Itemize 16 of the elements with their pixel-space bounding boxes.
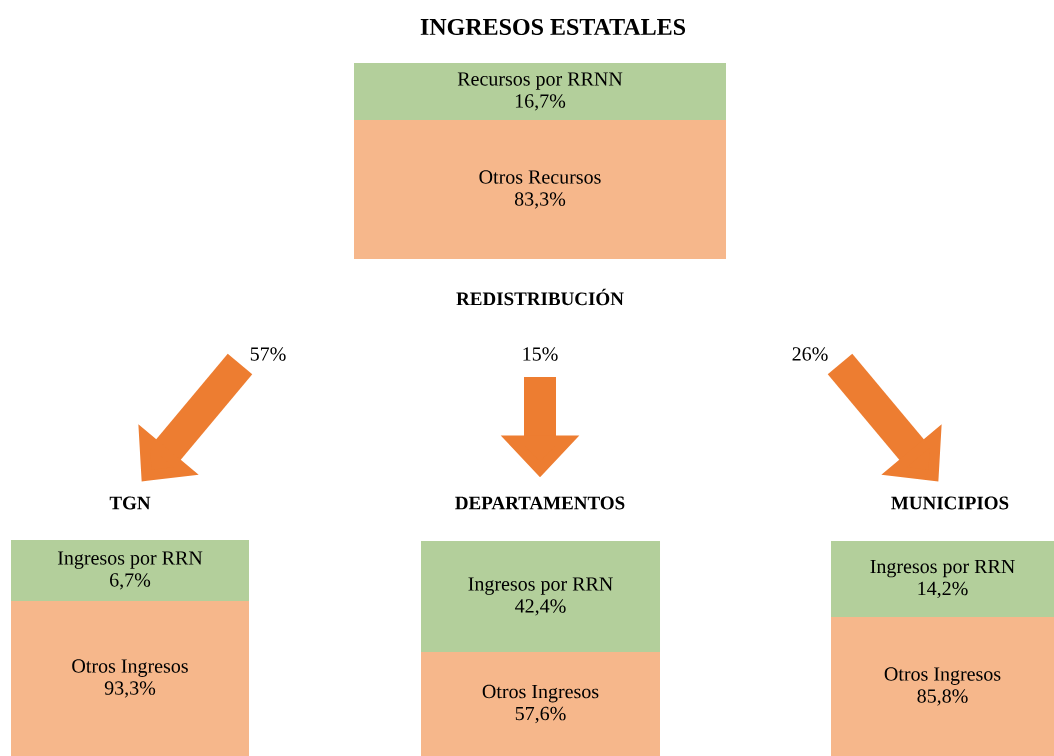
edge-label: 57%	[250, 347, 286, 361]
value-box: Otros Ingresos 85,8%	[831, 617, 1054, 756]
value-box: Ingresos por RRN 42,4%	[421, 541, 660, 652]
value-box: Ingresos por RRN 14,2%	[831, 541, 1054, 617]
heading: DEPARTAMENTOS	[455, 496, 625, 510]
value-box: Recursos por RRNN 16,7%	[354, 63, 726, 120]
edge-label: 26%	[792, 347, 828, 361]
value-box: Ingresos por RRN 6,7%	[11, 540, 249, 601]
heading: MUNICIPIOS	[891, 496, 1009, 510]
value-box: Otros Ingresos 57,6%	[421, 652, 660, 756]
heading: TGN	[109, 496, 151, 510]
section-label: REDISTRIBUCIÓN	[456, 288, 624, 306]
value-box: Otros Ingresos 93,3%	[11, 601, 249, 756]
title: INGRESOS ESTATALES	[420, 18, 686, 36]
edge-label: 15%	[523, 347, 558, 361]
value-box: Otros Recursos 83,3%	[354, 120, 726, 259]
